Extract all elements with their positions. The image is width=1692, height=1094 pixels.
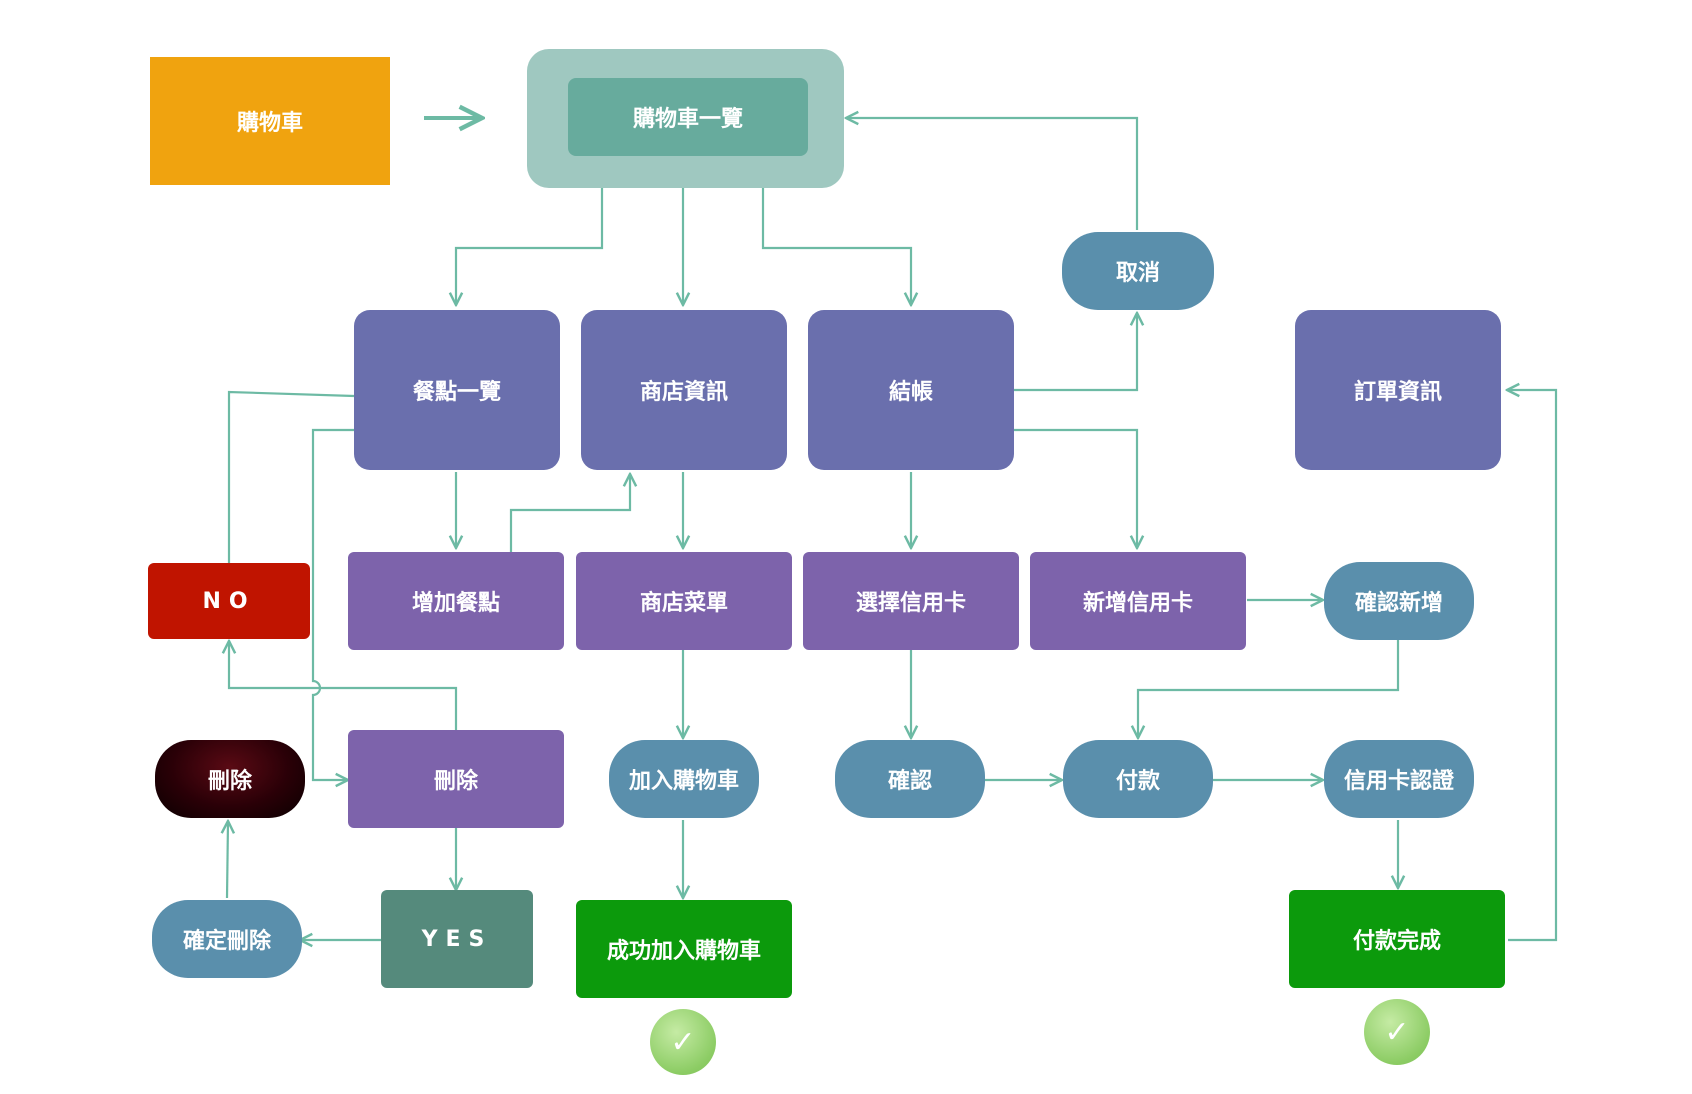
node-yes: YES <box>381 890 533 988</box>
check-icon: ✓ <box>1364 999 1430 1065</box>
node-checkout: 結帳 <box>808 310 1014 470</box>
node-confirm: 確認 <box>835 740 985 818</box>
node-cart: 購物車 <box>150 57 390 185</box>
check-icon: ✓ <box>650 1009 716 1075</box>
node-meal-list: 餐點一覽 <box>354 310 560 470</box>
node-card-verify: 信用卡認證 <box>1324 740 1474 818</box>
node-new-card: 新增信用卡 <box>1030 552 1246 650</box>
edge-cancel-to-list <box>846 118 1139 230</box>
node-choose-card: 選擇信用卡 <box>803 552 1019 650</box>
cart-list-container: 購物車一覽 <box>527 49 844 188</box>
node-confirm-delete: 確定刪除 <box>152 900 302 978</box>
node-add-to-cart: 加入購物車 <box>609 740 759 818</box>
edge-confirmadd-to-pay <box>1138 640 1400 738</box>
edge-confirmdel-to-deldark <box>227 821 228 899</box>
node-store-info: 商店資訊 <box>581 310 787 470</box>
edge-list-to-meal <box>456 187 604 305</box>
node-store-menu: 商店菜單 <box>576 552 792 650</box>
edge-add-to-store <box>509 474 630 552</box>
edge-done-to-order <box>1507 390 1558 942</box>
edge-delete-to-no <box>229 641 458 730</box>
node-add-meal: 增加餐點 <box>348 552 564 650</box>
edge-no-to-meal <box>227 390 355 563</box>
node-delete: 刪除 <box>348 730 564 828</box>
edge-checkout-to-newcard <box>1014 428 1137 548</box>
node-pay-done: 付款完成 <box>1289 890 1505 988</box>
node-no: NO <box>148 563 310 639</box>
node-cancel: 取消 <box>1062 232 1214 310</box>
node-delete-dark: 刪除 <box>155 740 305 818</box>
node-order-info: 訂單資訊 <box>1295 310 1501 470</box>
node-pay: 付款 <box>1063 740 1213 818</box>
node-add-success: 成功加入購物車 <box>576 900 792 998</box>
node-confirm-add: 確認新增 <box>1324 562 1474 640</box>
edge-list-to-checkout <box>761 187 911 305</box>
edge-checkout-to-cancel <box>1014 313 1137 392</box>
node-cart-list: 購物車一覽 <box>568 78 808 156</box>
